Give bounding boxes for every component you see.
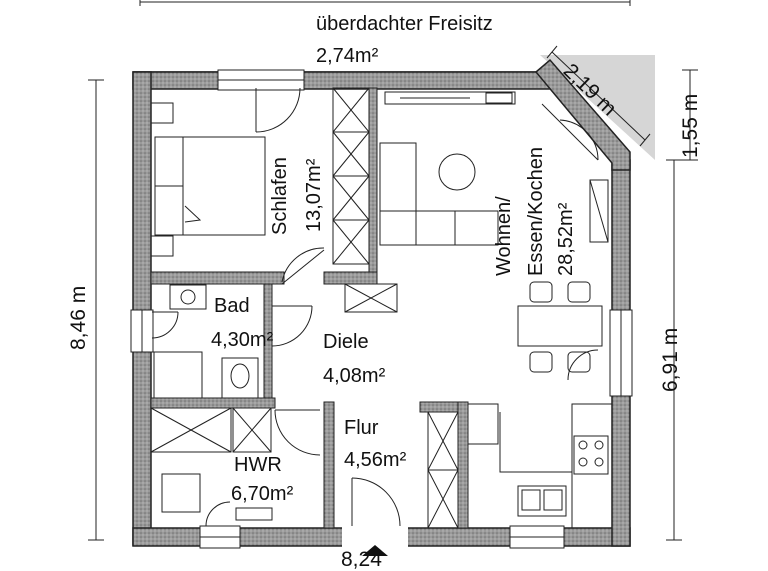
door-swings xyxy=(151,87,599,527)
bed xyxy=(150,102,266,257)
room-name-wohnen: Wohnen/ xyxy=(493,196,515,276)
entrance-opening xyxy=(342,526,408,548)
dimension-lines xyxy=(88,0,698,541)
wardrobe-schlafen xyxy=(332,87,370,265)
room-area-wohnen: 28,52m² xyxy=(555,202,577,276)
room-area-flur: 4,56m² xyxy=(344,449,407,471)
living-furniture xyxy=(379,91,609,373)
outer-walls xyxy=(132,58,631,547)
room-name-flur: Flur xyxy=(344,417,379,439)
windows xyxy=(130,69,633,549)
room-area-bad: 4,30m² xyxy=(211,329,274,351)
kitchen xyxy=(427,403,613,529)
room-name-bad: Bad xyxy=(214,295,250,317)
dim-height-right-upper: 1,55 m xyxy=(679,93,702,158)
room-area-diele: 4,08m² xyxy=(323,365,386,387)
room-name-freisitz: überdachter Freisitz xyxy=(316,13,493,35)
room-name-diele: Diele xyxy=(323,331,369,353)
room-name-hwr: HWR xyxy=(234,454,282,476)
entrance-arrow xyxy=(362,545,388,556)
interior-walls xyxy=(150,87,469,529)
hwr-fixtures xyxy=(150,407,273,521)
room-name-wohnen-2: Essen/Kochen xyxy=(525,147,547,276)
dim-height-right-lower: 6,91 m xyxy=(659,327,682,392)
bath-fixtures xyxy=(153,284,259,399)
shelf-diele xyxy=(344,283,398,313)
room-area-schlafen: 13,07m² xyxy=(303,158,325,232)
room-name-schlafen: Schlafen xyxy=(269,157,291,235)
room-area-hwr: 6,70m² xyxy=(231,483,294,505)
room-area-freisitz: 2,74m² xyxy=(316,45,379,67)
dim-height-total: 8,46 m xyxy=(67,285,90,350)
